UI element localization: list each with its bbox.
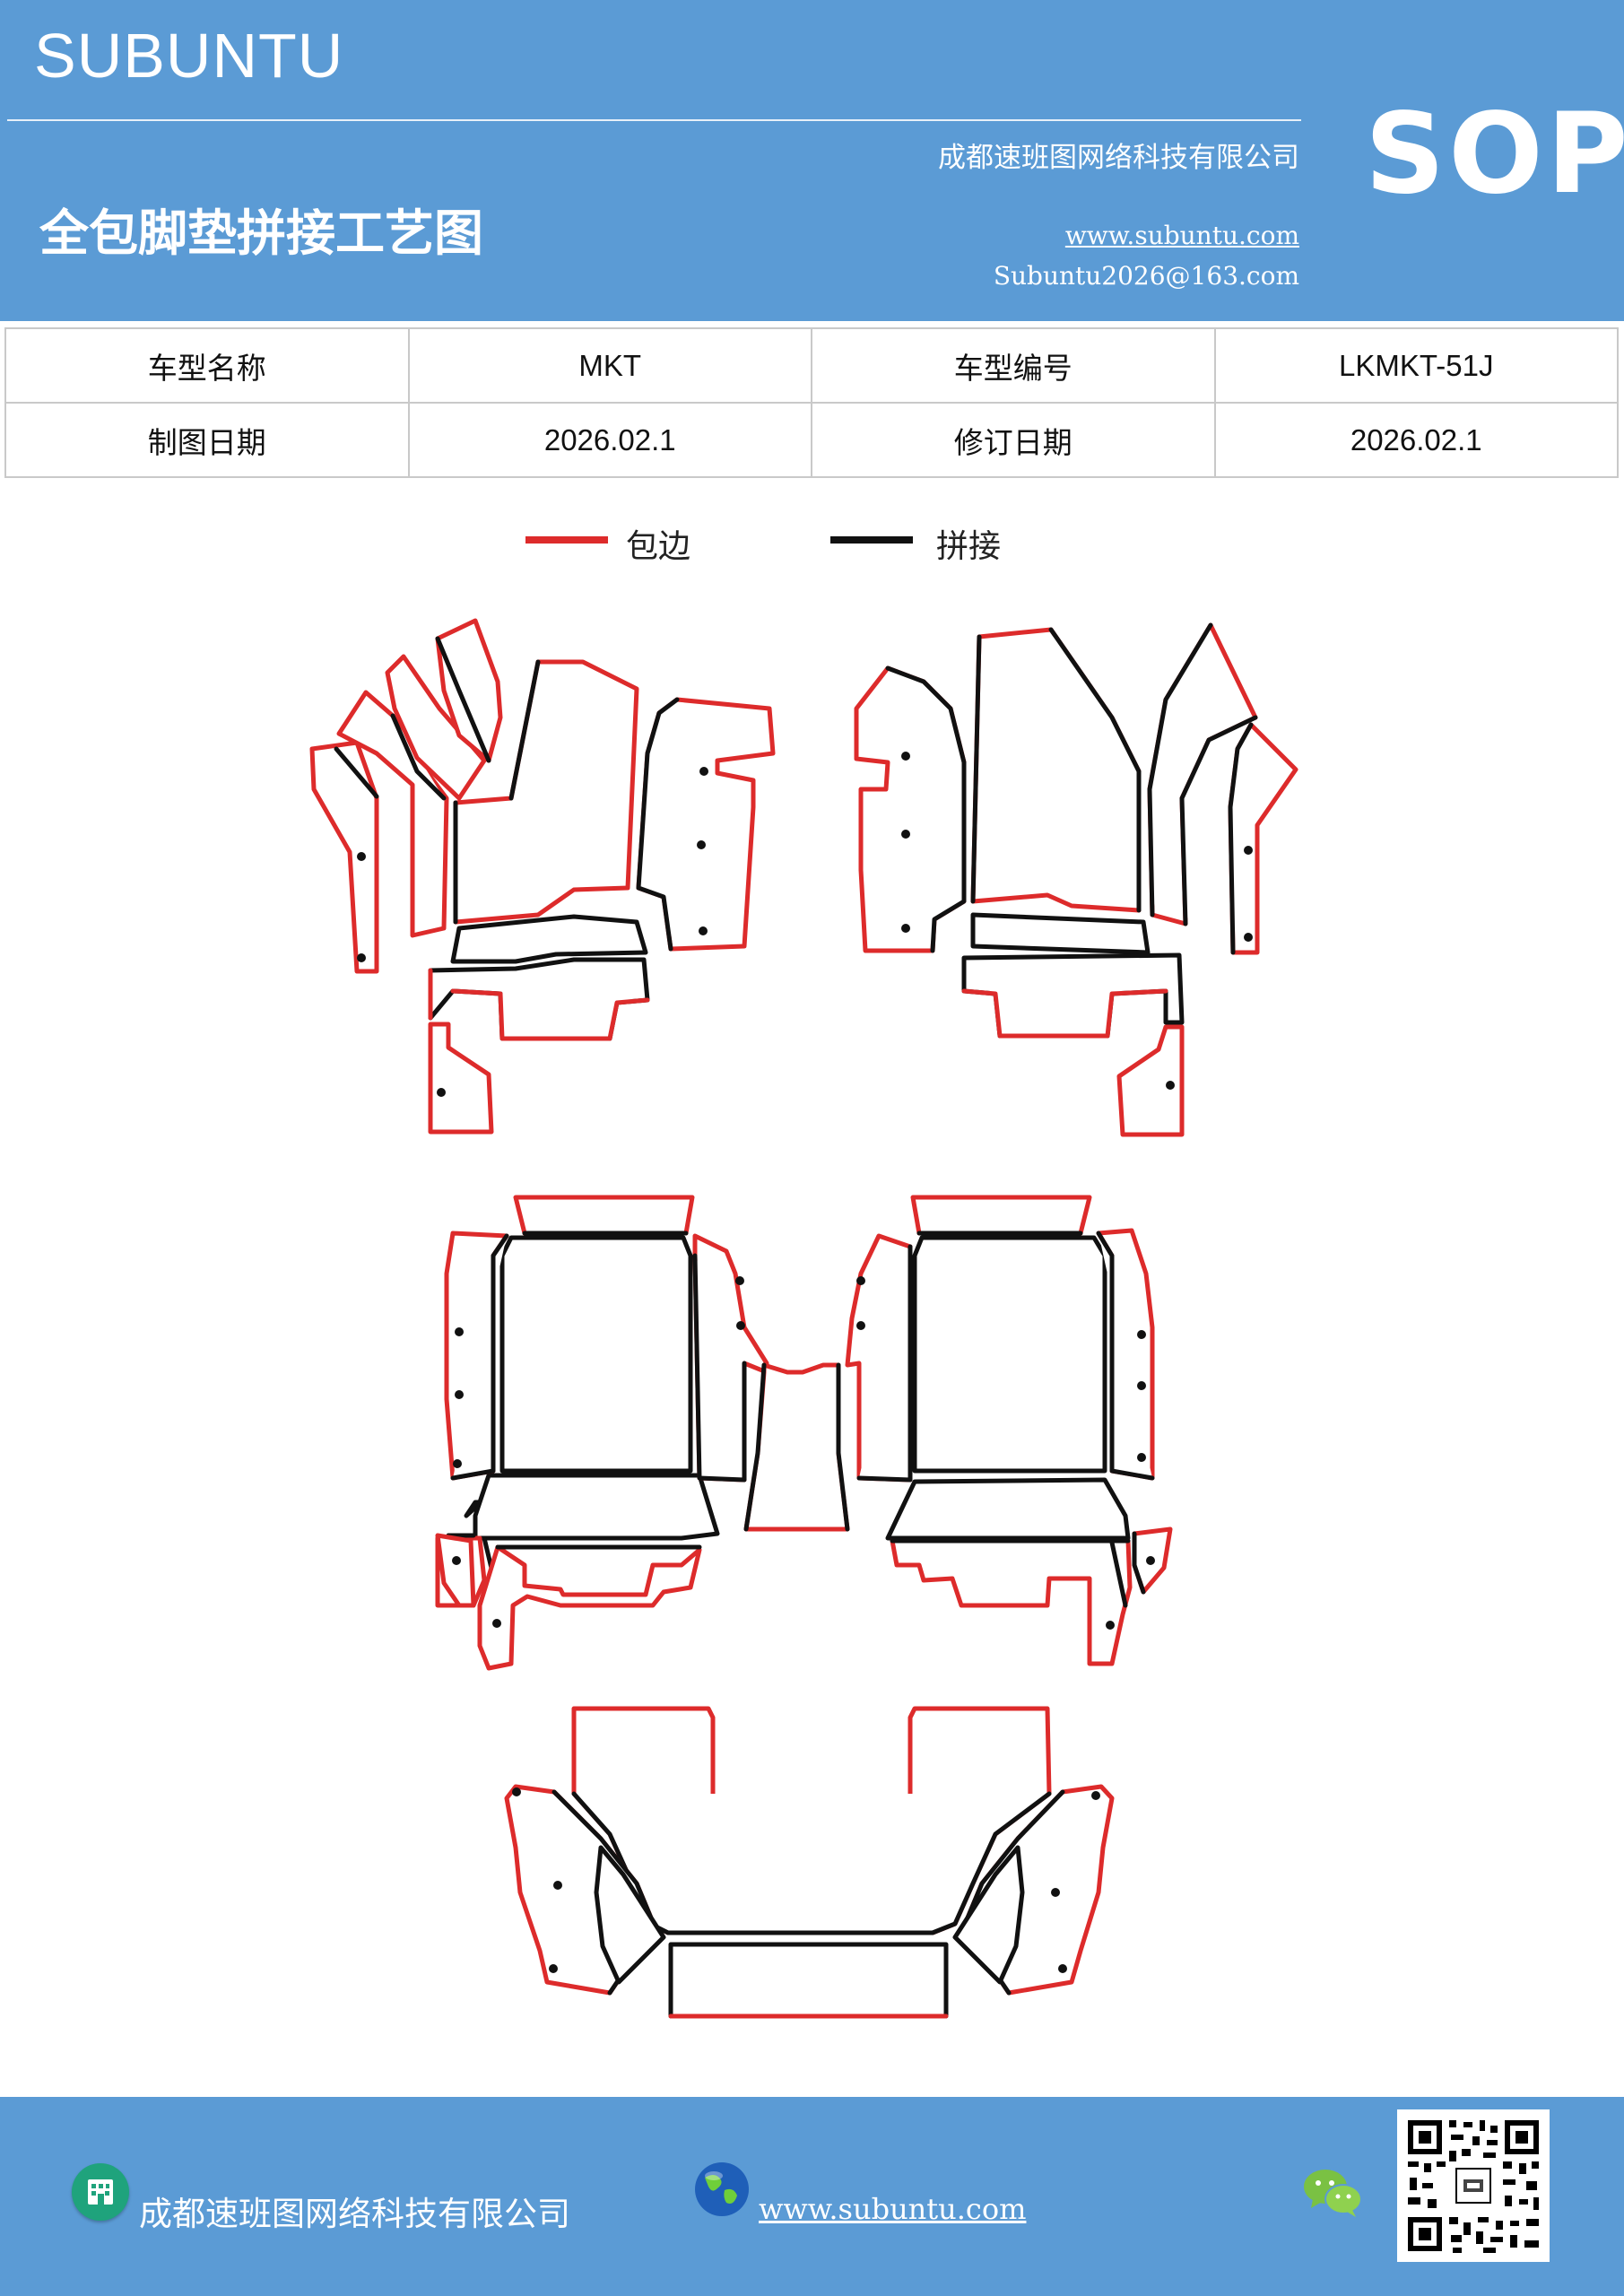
mat-piece [435,636,491,763]
mat-piece [435,1533,476,1608]
mat-piece [336,690,449,938]
globe-icon [692,2160,751,2219]
qr-code[interactable] [1397,2109,1550,2262]
mat-piece [571,1791,1052,1935]
mat-piece [428,1022,494,1135]
vehicle-info-table: 车型名称 MKT 车型编号 LKMKT-51J 制图日期 2026.02.1 修… [4,327,1619,478]
table-cell-value: MKT [407,327,812,404]
table-cell-label: 修订日期 [811,402,1216,478]
mat-piece [513,1195,695,1236]
mat-piece [477,1544,702,1671]
floor-mat-pattern-diagram [309,618,1298,2019]
table-cell-label: 制图日期 [4,402,410,478]
mat-piece [890,1538,1131,1608]
mat-piece [952,1845,1025,1985]
mat-piece [885,665,967,953]
legend-swatch-seam [830,536,913,544]
table-row: 车型名称 MKT 车型编号 LKMKT-51J [4,327,1619,404]
mat-piece [594,1845,666,1985]
middle-row-mat-group [435,1195,850,1671]
website-link[interactable]: www.subuntu.com [1064,221,1299,250]
mat-piece [309,740,379,974]
mat-piece [473,1473,720,1541]
mat-piece [1147,622,1258,926]
mat-piece [450,988,650,1041]
mat-piece [499,1235,693,1474]
table-cell-value: 2026.02.1 [1213,402,1619,478]
legend-label-edging: 包边 [626,528,691,565]
mat-piece [890,1538,1133,1666]
table-cell-value: LKMKT-51J [1213,327,1619,404]
footer-website-link[interactable]: www.subuntu.com [759,2192,1027,2226]
mat-piece [743,1362,850,1532]
middle-row-right-mat-group [845,1195,1173,1666]
mat-piece [385,654,487,801]
mat-piece [1228,722,1254,955]
mounting-points [357,752,1253,1973]
page-title: 全包脚垫拼接工艺图 [39,204,484,262]
footer-company-name: 成都速班图网络科技有限公司 [139,2195,570,2233]
mat-piece [692,1253,747,1483]
front-right-mat-group [854,622,1298,1137]
mat-piece [1132,1531,1146,1595]
header-divider [7,119,1301,121]
wechat-icon[interactable] [1302,2165,1365,2221]
legend-label-seam: 拼接 [936,528,1002,565]
mat-piece [668,1942,949,2019]
mat-piece [910,1195,1092,1236]
mat-piece [435,618,503,763]
document-code: SOP [1365,90,1624,219]
building-icon [72,2163,129,2221]
mat-piece [453,659,541,925]
footer-banner: 成都速班图网络科技有限公司 www.subuntu.com [0,2097,1624,2296]
mat-piece [450,1233,509,1481]
mat-piece [885,1477,1131,1541]
rear-mat-group [504,1706,1115,2019]
mat-piece [912,1235,1107,1474]
mat-piece [1096,1231,1155,1481]
mat-piece [334,746,379,799]
mat-piece [453,659,639,925]
front-left-mat-group [309,618,776,1135]
company-name: 成都速班图网络科技有限公司 [938,142,1299,174]
mat-piece [636,697,680,952]
mat-piece [970,912,1151,955]
table-cell-label: 车型编号 [811,327,1216,404]
mat-piece [961,988,1168,1039]
table-row: 制图日期 2026.02.1 修订日期 2026.02.1 [4,402,1619,478]
legend: 包边 拼接 [0,520,1624,574]
mat-piece [856,1244,913,1483]
brand-logo-text: SUBUNTU [34,21,344,91]
legend-swatch-edging [525,536,608,544]
mat-piece [970,627,1142,913]
table-cell-value: 2026.02.1 [407,402,812,478]
header-banner: SUBUNTU SOP 成都速班图网络科技有限公司 全包脚垫拼接工艺图 www.… [0,0,1624,321]
contact-email: Subuntu2026@163.com [993,261,1299,291]
mat-piece [450,914,648,964]
mat-piece [1116,1024,1185,1137]
table-cell-label: 车型名称 [4,327,410,404]
